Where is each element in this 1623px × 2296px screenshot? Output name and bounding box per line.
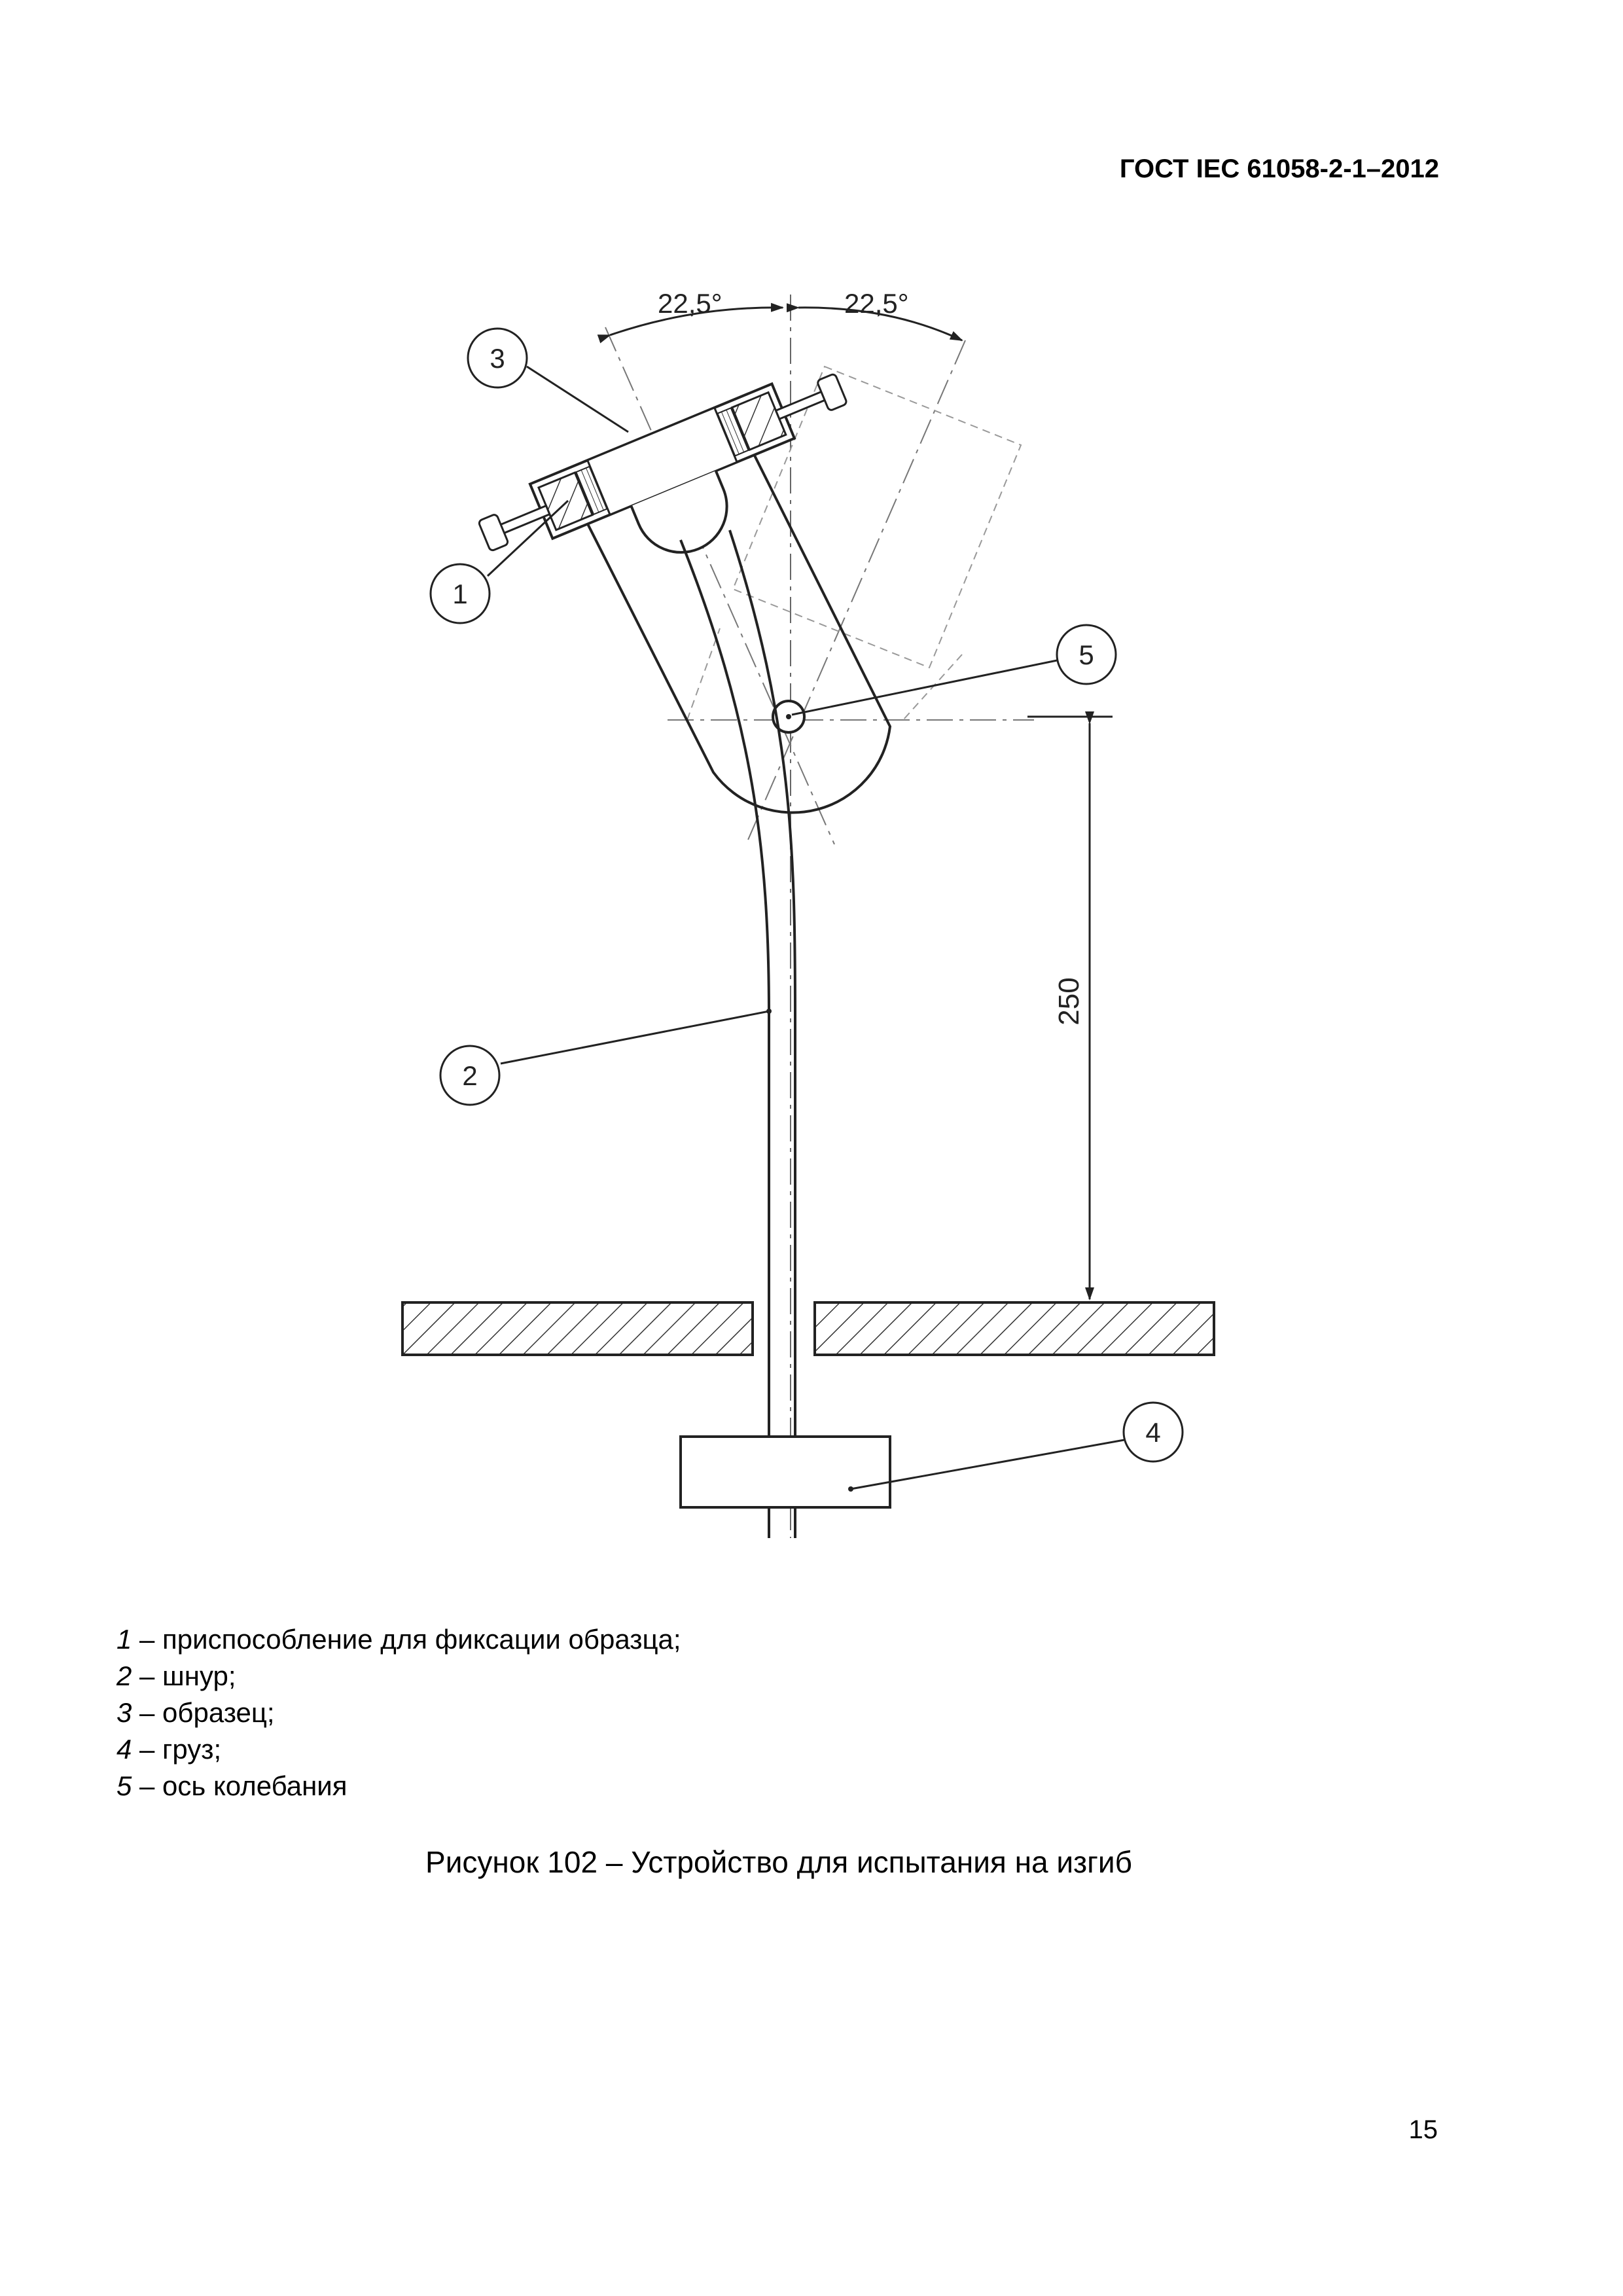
svg-text:4: 4 [1145,1417,1160,1448]
document-header: ГОСТ IEC 61058-2-1–2012 [1119,154,1439,183]
svg-text:3: 3 [490,343,505,374]
angle-label-right: 22,5° [844,288,909,319]
cord [679,539,770,1538]
figure-legend: 1 – приспособление для фиксации образца;… [116,1621,681,1804]
angle-arc-left [597,302,784,344]
legend-item: 5 – ось колебания [116,1770,348,1801]
figure-drawing: 22,5° 22,5° [401,288,1215,1538]
dimension-250: 250 [1027,711,1113,1300]
angle-arc-right [786,303,963,342]
figure-caption: Рисунок 102 – Устройство для испытания н… [425,1845,1132,1879]
page-number: 15 [1408,2115,1438,2144]
legend-item: 1 – приспособление для фиксации образца; [116,1624,681,1655]
ghost-pendulum-right [732,365,1022,721]
legend-item: 2 – шнур; [116,1660,236,1691]
legend-item: 4 – груз; [116,1734,222,1765]
svg-text:1: 1 [452,579,467,609]
callout-5: 5 [791,624,1117,716]
svg-text:2: 2 [462,1060,477,1091]
pendulum-holder [574,450,892,814]
bending-test-figure: 22,5° 22,5° [401,288,1215,1538]
dimension-label: 250 [1053,977,1085,1025]
callout-3: 3 [467,327,629,433]
legend-item: 3 – образец; [116,1697,275,1728]
weight [679,1435,891,1509]
callout-2: 2 [439,1009,772,1106]
base-plate [401,1301,1215,1356]
callout-1: 1 [429,499,569,624]
callout-4: 4 [848,1401,1184,1492]
sample-clamp [478,373,847,554]
angle-label-left: 22,5° [658,288,722,319]
left-swing-axis [605,327,835,845]
svg-text:5: 5 [1079,639,1094,670]
ghost-pendulum-left [687,628,721,721]
